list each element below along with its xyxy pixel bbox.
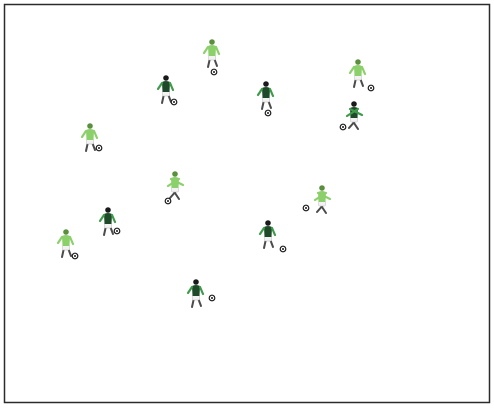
player-head: [319, 185, 325, 191]
ball-icon: [209, 295, 215, 301]
ball-icon: [303, 205, 309, 211]
ball-icon: [211, 69, 217, 75]
player-head: [105, 207, 111, 213]
ball-patch: [98, 147, 100, 149]
ball-patch: [116, 230, 118, 232]
ball-patch: [342, 126, 344, 128]
player-shirt: [62, 235, 70, 246]
player-head: [355, 59, 361, 65]
ball-icon: [340, 124, 346, 130]
player-head: [351, 101, 357, 107]
ball-icon: [114, 228, 120, 234]
player-head: [87, 123, 93, 129]
player-head: [63, 229, 69, 235]
player-head: [172, 171, 178, 177]
player-shirt: [162, 81, 170, 92]
ball-patch: [213, 71, 215, 73]
ball-patch: [305, 207, 307, 209]
player-shirt: [192, 285, 200, 296]
ball-icon: [265, 110, 271, 116]
player-head: [263, 81, 269, 87]
ball-patch: [282, 248, 284, 250]
ball-patch: [370, 87, 372, 89]
ball-icon: [72, 253, 78, 259]
ball-patch: [267, 112, 269, 114]
player-shirt: [262, 87, 270, 98]
ball-patch: [211, 297, 213, 299]
player-head: [163, 75, 169, 81]
ball-icon: [171, 99, 177, 105]
ball-icon: [280, 246, 286, 252]
ball-patch: [173, 101, 175, 103]
player-head: [209, 39, 215, 45]
player-shirt: [208, 45, 216, 56]
player-shirt: [264, 226, 272, 237]
player-shirt: [86, 129, 94, 140]
ball-icon: [368, 85, 374, 91]
player-shirt: [354, 65, 362, 76]
player-head: [265, 220, 271, 226]
player-head: [193, 279, 199, 285]
ball-patch: [74, 255, 76, 257]
ball-icon: [96, 145, 102, 151]
ball-patch: [167, 200, 169, 202]
player-shirt: [104, 213, 112, 224]
field-boundary: [5, 5, 490, 403]
ball-icon: [165, 198, 171, 204]
